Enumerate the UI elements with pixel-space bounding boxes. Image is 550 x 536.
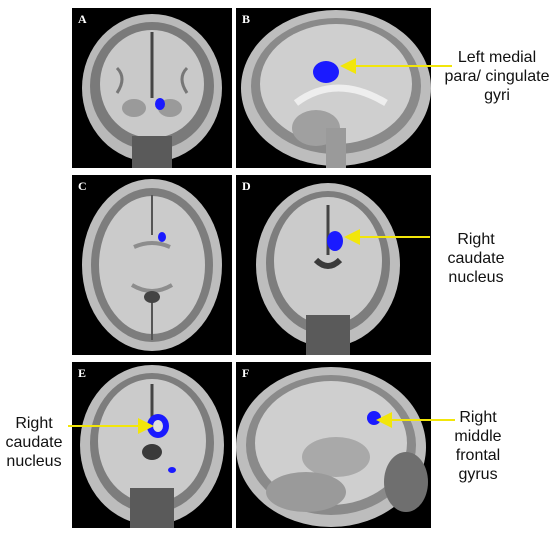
annotation-line: Right bbox=[459, 409, 497, 426]
sagittal-brain-image bbox=[236, 367, 428, 527]
annotation-d: Right caudate nucleus bbox=[436, 230, 516, 287]
panel-a-coronal: A bbox=[72, 8, 232, 168]
annotation-b: Left medial para/ cingulate gyri bbox=[444, 48, 550, 105]
activation-blob bbox=[168, 467, 176, 473]
annotation-line: gyrus bbox=[458, 466, 498, 483]
annotation-f: Right middle frontal gyrus bbox=[440, 408, 516, 484]
annotation-line: caudate bbox=[447, 250, 505, 267]
annotation-line: caudate bbox=[5, 434, 63, 451]
panel-label: E bbox=[78, 366, 87, 380]
activation-blob bbox=[155, 98, 165, 110]
annotation-line: middle bbox=[454, 428, 502, 445]
annotation-e: Right caudate nucleus bbox=[0, 414, 68, 471]
coronal-brain-image bbox=[80, 365, 224, 528]
activation-blob bbox=[313, 61, 339, 83]
panel-label: F bbox=[242, 366, 250, 380]
panel-label: A bbox=[78, 12, 87, 26]
sagittal-brain-image bbox=[241, 10, 431, 168]
panel-label: B bbox=[242, 12, 251, 26]
panel-f-sagittal: F bbox=[236, 362, 431, 528]
panel-e-coronal: E bbox=[72, 362, 232, 528]
panel-b-sagittal: B bbox=[236, 8, 431, 168]
annotation-line: Left medial bbox=[457, 49, 537, 66]
activation-blob bbox=[367, 411, 381, 425]
annotation-line: para/ cingulate bbox=[444, 68, 550, 85]
coronal-brain-image bbox=[256, 183, 400, 355]
axial-brain-image bbox=[82, 179, 222, 351]
activation-blob bbox=[158, 232, 166, 242]
annotation-line: nucleus bbox=[6, 453, 62, 470]
activation-blob bbox=[327, 231, 343, 251]
panel-d-coronal: D bbox=[236, 175, 431, 355]
annotation-line: Right bbox=[15, 415, 53, 432]
panel-label: D bbox=[242, 179, 251, 193]
panel-label: C bbox=[78, 179, 87, 193]
annotation-line: frontal bbox=[455, 447, 501, 464]
annotation-line: nucleus bbox=[448, 269, 504, 286]
panel-c-axial: C bbox=[72, 175, 232, 355]
annotation-line: gyri bbox=[484, 87, 510, 104]
coronal-brain-image bbox=[82, 14, 222, 168]
annotation-line: Right bbox=[457, 231, 495, 248]
